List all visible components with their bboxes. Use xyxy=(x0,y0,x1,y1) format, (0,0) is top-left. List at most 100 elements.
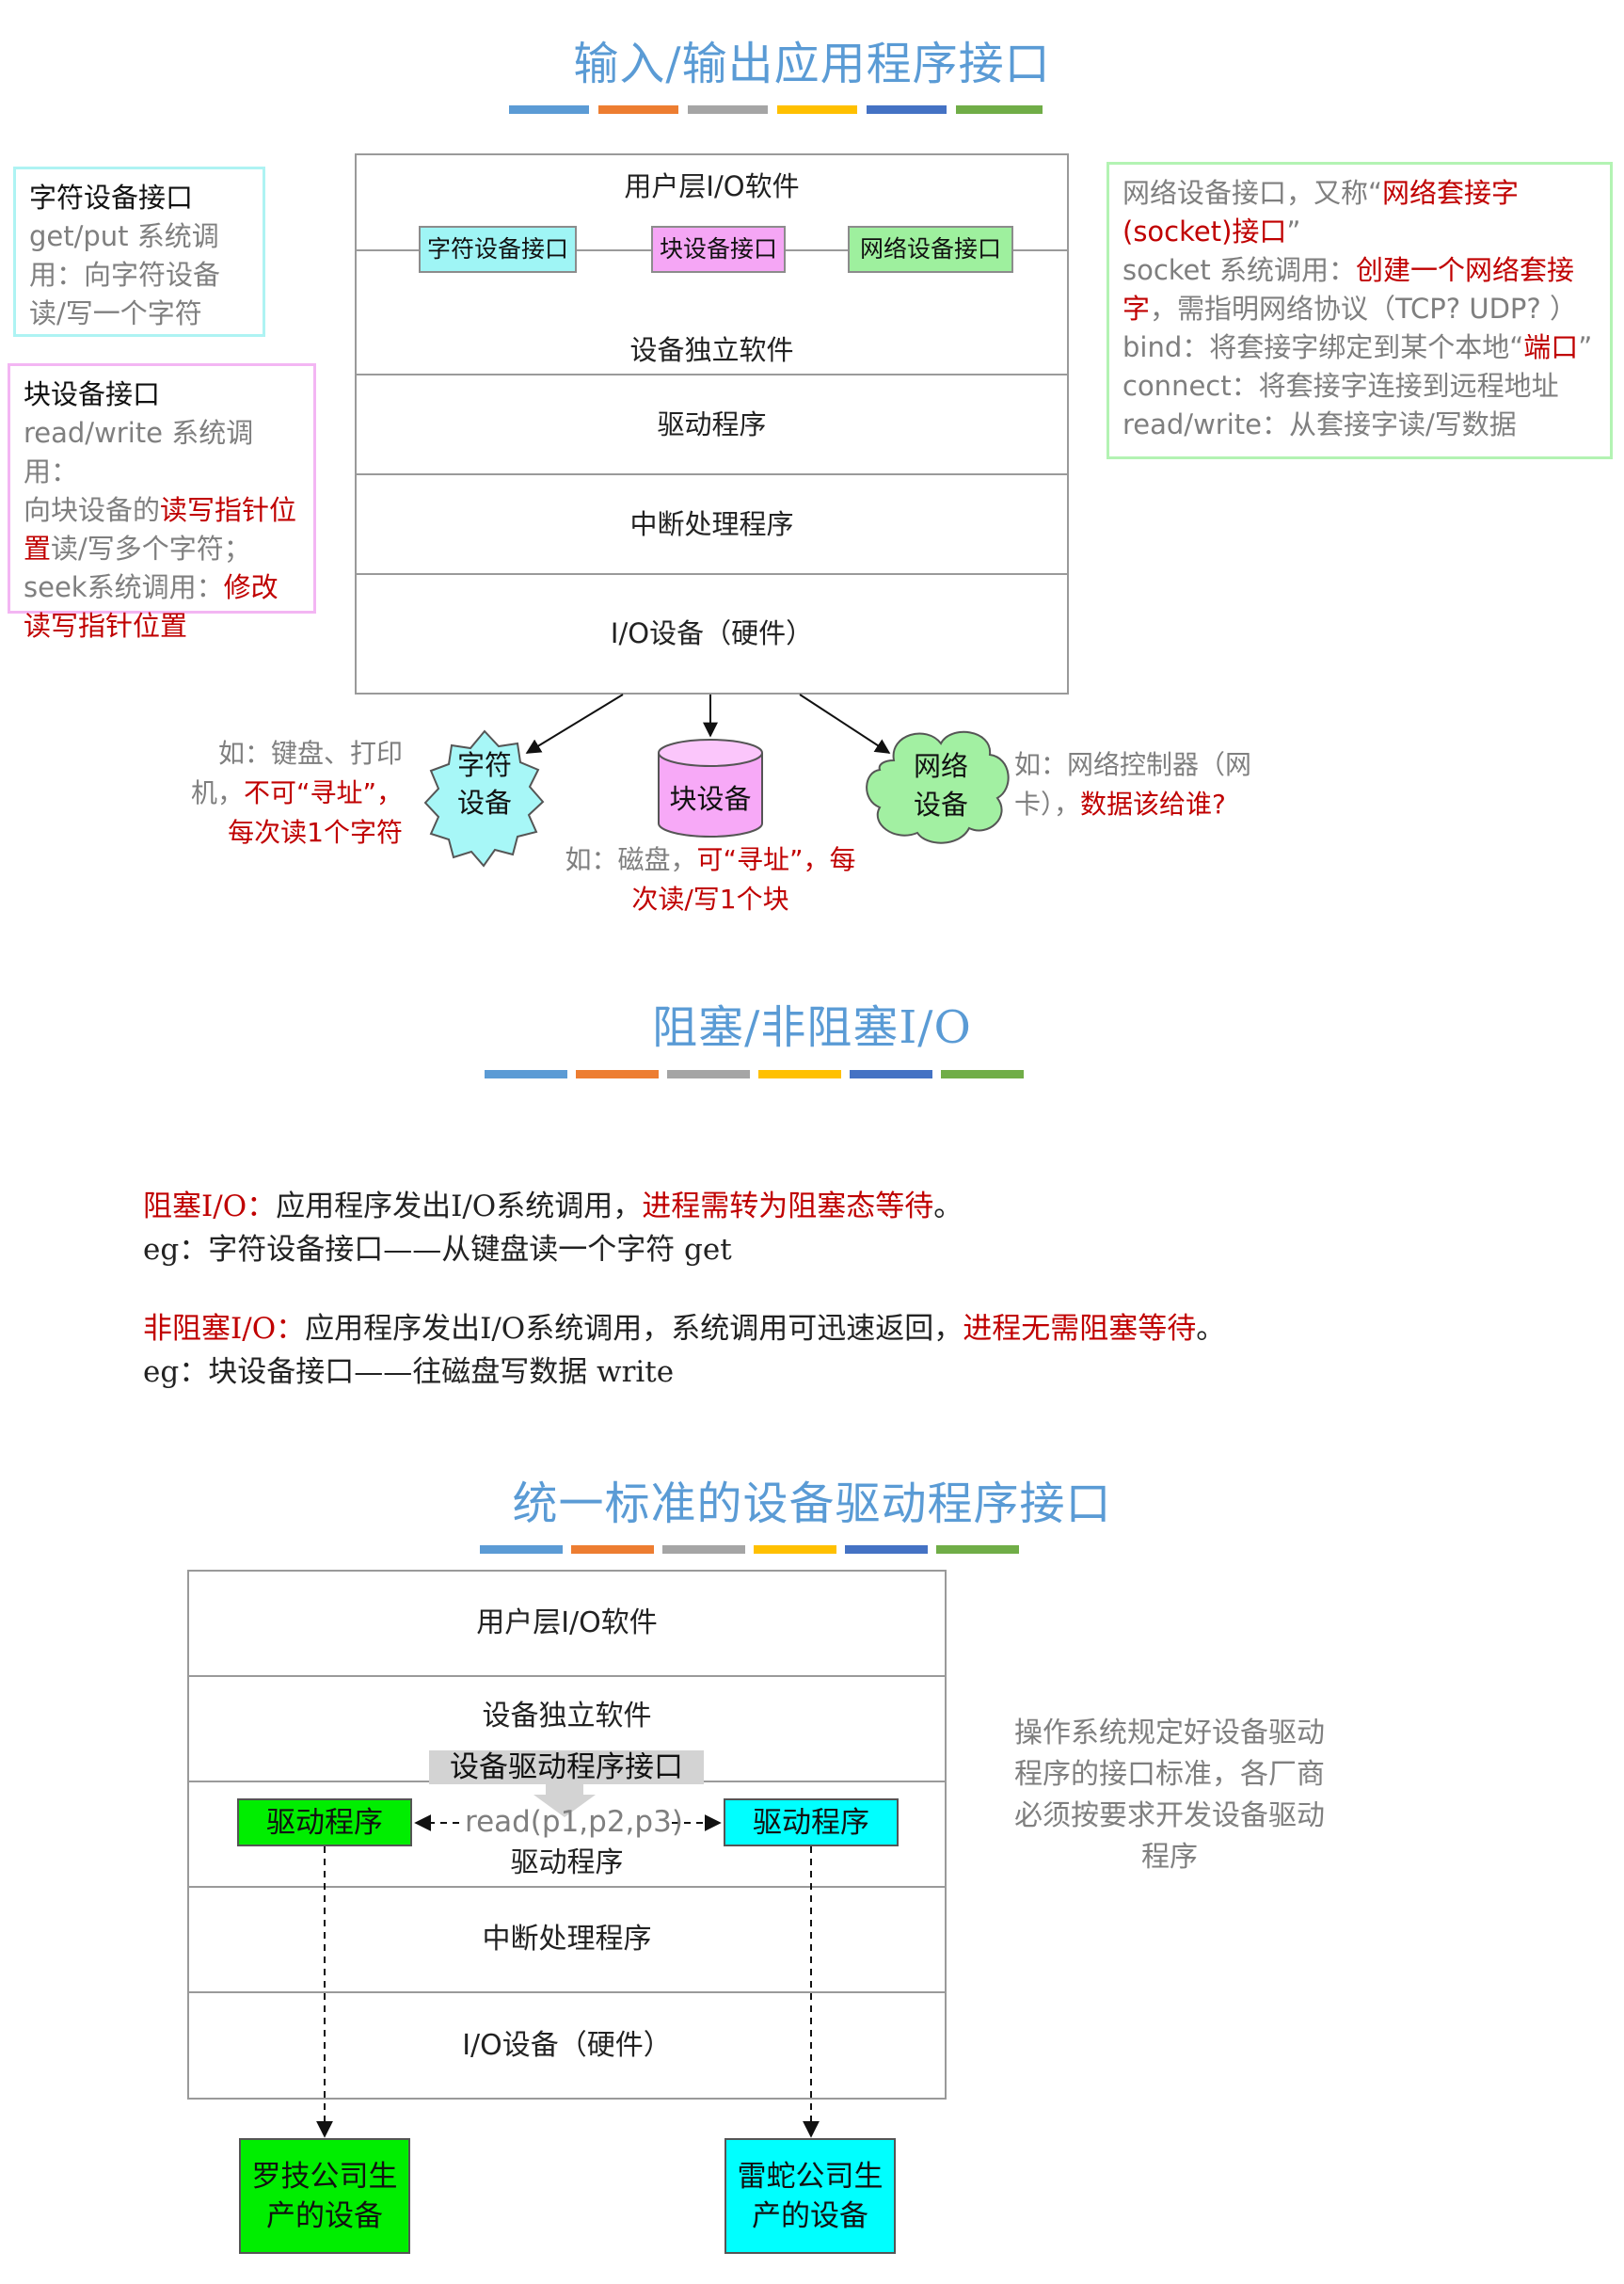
net-note-line3: bind：将套接字绑定到某个本地“端口” xyxy=(1122,328,1597,367)
text-span: 非阻塞I/O： xyxy=(143,1312,306,1346)
driver-interface-label: 设备驱动程序接口 xyxy=(450,1750,683,1784)
nonblocking-io-example: eg：块设备接口——往磁盘写数据 write xyxy=(143,1355,675,1389)
text-line: 字符 xyxy=(456,749,512,781)
text-span: 向块设备的 xyxy=(24,494,161,526)
colorbar-segment xyxy=(936,1545,1019,1554)
colorbar-segment xyxy=(688,105,768,114)
block-device-cylinder-shape xyxy=(658,739,763,838)
colorbar-segment xyxy=(509,105,589,114)
colorbar-segment xyxy=(480,1545,563,1554)
text-span: 如：键盘、打印机， xyxy=(190,738,403,808)
text-line: 罗技公司生 xyxy=(251,2160,398,2194)
text-span: 应用程序发出I/O系统调用， xyxy=(276,1190,643,1223)
text-span: socket 系统调用： xyxy=(1122,254,1356,286)
text-span: 数据该给谁? xyxy=(1080,789,1226,820)
block-note-line2: 向块设备的读写指针位置读/写多个字符； xyxy=(24,491,300,568)
text-line: 产的设备 xyxy=(266,2199,383,2233)
block-device-interface-tag: 块设备接口 xyxy=(651,226,786,273)
colorbar-segment xyxy=(667,1070,750,1078)
layer-device-independent: 设备独立软件 xyxy=(189,1675,945,1781)
char-note-body: get/put 系统调用：向字符设备读/写一个字符 xyxy=(29,220,221,329)
text-span: 进程无需阻塞等待 xyxy=(963,1312,1197,1346)
layer-interrupt-handler: 中断处理程序 xyxy=(357,473,1067,573)
text-span: 修改读写指针位置 xyxy=(24,571,279,642)
text-span: ” xyxy=(1286,216,1301,248)
char-device-caption: 如：键盘、打印机，不可“寻址”，每次读1个字符 xyxy=(167,734,403,853)
arrow-to-net-device xyxy=(799,694,891,754)
text-span: 读写指针位置 xyxy=(24,494,297,565)
colorbar-segment xyxy=(485,1070,567,1078)
text-span: 不可“寻址”，每次读1个字符 xyxy=(228,777,403,848)
network-interface-note: 网络设备接口，又称“网络套接字(socket)接口” socket 系统调用：创… xyxy=(1107,162,1613,459)
layer-io-hardware: I/O设备（硬件） xyxy=(189,1991,945,2098)
net-device-cloud-shape xyxy=(866,730,1010,844)
net-note-line2: socket 系统调用：创建一个网络套接字，需指明网络协议（TCP? UDP? … xyxy=(1122,251,1597,328)
text-span: 。 xyxy=(933,1190,963,1223)
colorbar-segment xyxy=(571,1545,654,1554)
section2-title: 阻塞/非阻塞I/O xyxy=(652,1001,972,1054)
section1-title: 输入/输出应用程序接口 xyxy=(573,38,1051,90)
layer-user-io-software: 用户层I/O软件 xyxy=(476,1606,658,1639)
colorbar-segment xyxy=(850,1070,932,1078)
text-line: 雷蛇公司生 xyxy=(737,2160,884,2194)
down-arrow-icon xyxy=(533,1781,596,1817)
char-device-burst-shape xyxy=(423,729,545,868)
text-span: 进程需转为阻塞态等待 xyxy=(642,1190,934,1223)
layer-user-io-software: 用户层I/O软件 xyxy=(624,170,800,202)
net-device-caption: 如：网络控制器（网卡），数据该给谁? xyxy=(1014,745,1297,824)
layer-driver: 驱动程序 xyxy=(357,374,1067,473)
text-span: ，需指明网络协议（TCP? UDP? ） xyxy=(1150,293,1578,325)
net-note-line4: connect：将套接字连接到远程地址 xyxy=(1122,370,1559,402)
text-line: 设备 xyxy=(456,787,512,819)
razer-device-box: 雷蛇公司生 产的设备 xyxy=(724,2138,896,2254)
text-span: 网络设备接口，又称“ xyxy=(1122,177,1383,209)
net-note-line5: read/write：从套接字读/写数据 xyxy=(1122,408,1517,440)
text-line: 网络 xyxy=(913,750,968,782)
text-span: 读/写多个字符； xyxy=(51,533,251,565)
blocking-io-example: eg：字符设备接口——从键盘读一个字符 get xyxy=(143,1233,732,1267)
block-note-line3: seek系统调用：修改读写指针位置 xyxy=(24,568,300,646)
char-note-title: 字符设备接口 xyxy=(29,182,194,214)
driver-standard-note: 操作系统规定好设备驱动程序的接口标准，各厂商必须按要求开发设备驱动程序 xyxy=(1014,1717,1325,1874)
colorbar-segment xyxy=(867,105,947,114)
colorbar-segment xyxy=(845,1545,928,1554)
network-device-interface-tag: 网络设备接口 xyxy=(848,226,1013,273)
left-driver-box: 驱动程序 xyxy=(237,1798,412,1846)
nonblocking-io-line: 非阻塞I/O：应用程序发出I/O系统调用，系统调用可迅速返回，进程无需阻塞等待。 xyxy=(143,1304,1225,1347)
char-device-label: 字符 设备 xyxy=(452,746,517,822)
text-line: 设备 xyxy=(913,789,968,821)
layer-io-hardware: I/O设备（硬件） xyxy=(357,573,1067,693)
colorbar-segment xyxy=(754,1545,836,1554)
colorbar-segment xyxy=(758,1070,841,1078)
text-span: 网络套接字(socket)接口 xyxy=(1122,177,1520,248)
colorbar-segment xyxy=(777,105,857,114)
text-span: 阻塞I/O： xyxy=(143,1190,277,1223)
text-span: 如：网络控制器（网卡）， xyxy=(1014,749,1252,820)
colorbar-segment xyxy=(941,1070,1024,1078)
section3-title: 统一标准的设备驱动程序接口 xyxy=(512,1477,1112,1530)
arrow-to-char-device xyxy=(525,694,624,754)
driver-interface-banner-bg xyxy=(429,1750,704,1784)
colorbar-segment xyxy=(662,1545,745,1554)
read-call-label: read(p1,p2,p3) xyxy=(465,1805,683,1839)
text-line: 产的设备 xyxy=(752,2199,868,2233)
char-device-interface-tag: 字符设备接口 xyxy=(419,226,577,273)
text-span: 应用程序发出I/O系统调用，系统调用可迅速返回， xyxy=(305,1312,963,1346)
block-note-title: 块设备接口 xyxy=(24,378,161,410)
text-span: 端口 xyxy=(1523,331,1579,363)
block-device-label: 块设备 xyxy=(669,783,752,815)
net-device-label: 网络 设备 xyxy=(903,747,979,824)
text-span: 创建一个网络套接字 xyxy=(1122,254,1575,325)
block-device-caption: 如：磁盘，可“寻址”，每次读/写1个块 xyxy=(565,840,856,919)
device-shapes-svg xyxy=(423,694,1010,868)
text-span: 可“寻址”，每次读/写1个块 xyxy=(631,844,856,915)
colorbar-segment xyxy=(956,105,1043,114)
blocking-io-line: 阻塞I/O：应用程序发出I/O系统调用，进程需转为阻塞态等待。 xyxy=(143,1182,963,1224)
text-span: seek系统调用： xyxy=(24,571,224,603)
colorbar-segment xyxy=(598,105,678,114)
block-note-line1: read/write 系统调用： xyxy=(24,417,254,487)
layer-device-independent: 设备独立软件 xyxy=(629,334,794,366)
net-note-line1: 网络设备接口，又称“网络套接字(socket)接口” xyxy=(1122,174,1597,251)
logitech-device-box: 罗技公司生 产的设备 xyxy=(239,2138,410,2254)
driver-connectors-svg xyxy=(316,1814,820,2138)
